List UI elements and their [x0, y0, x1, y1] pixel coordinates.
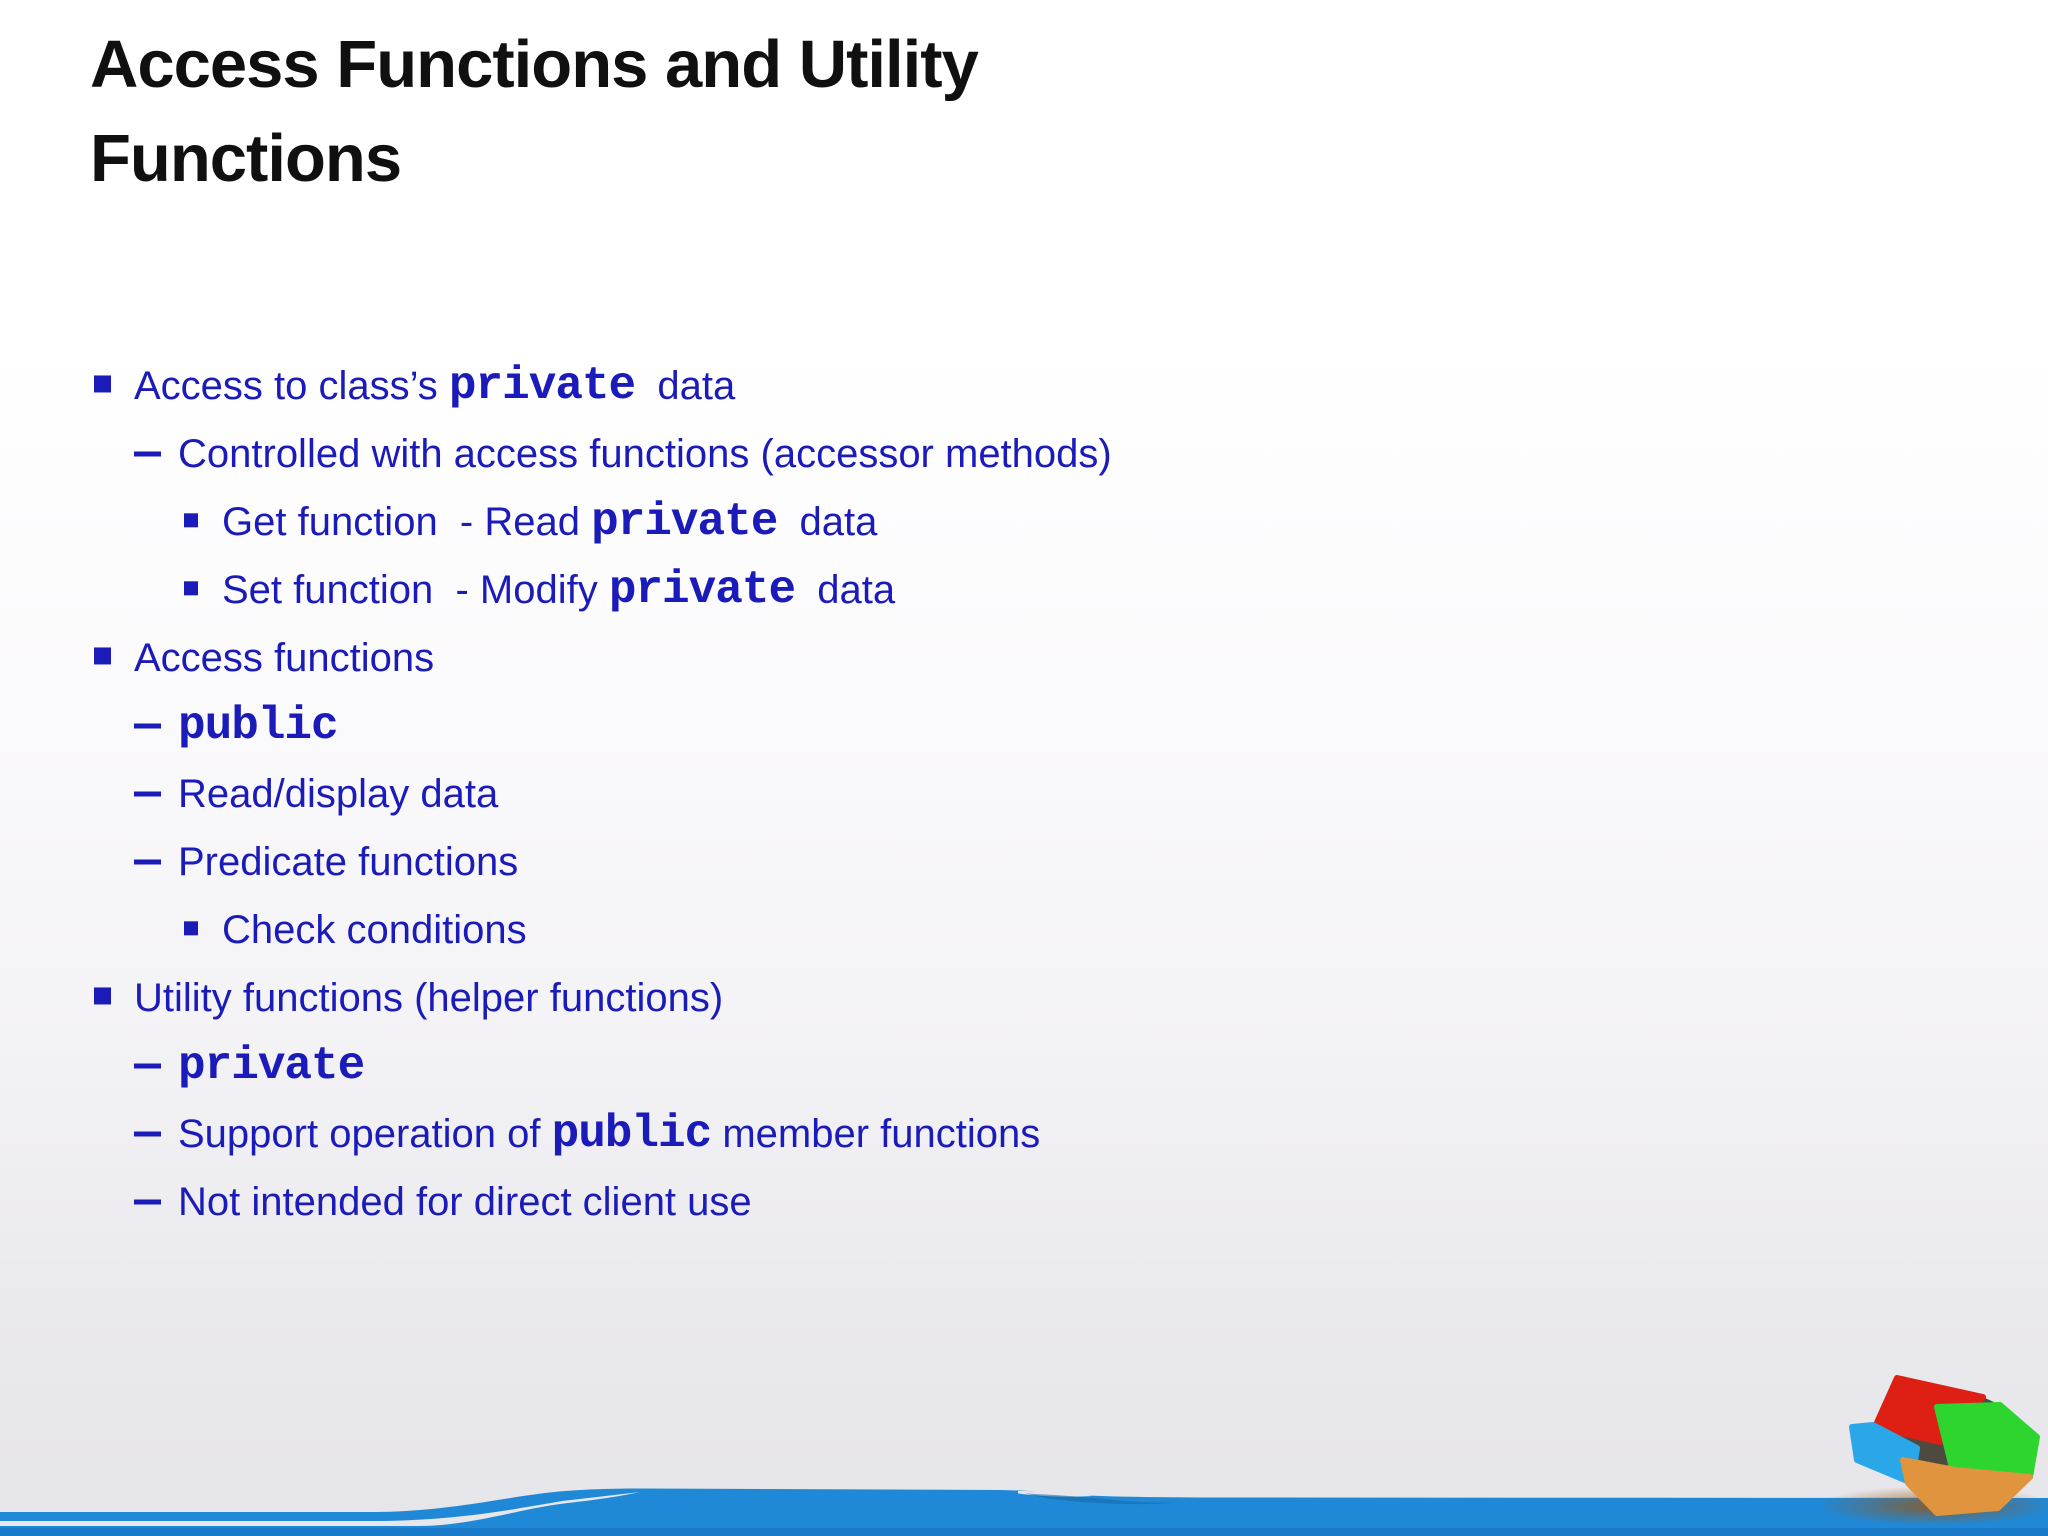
- bullet-text: Support operation of: [178, 1111, 552, 1156]
- bullet-item-2: Controlled with access functions (access…: [0, 420, 2048, 488]
- cube-face-green: [1934, 1402, 2040, 1480]
- bullet-text: data: [635, 363, 736, 408]
- bullet-item-13: Not intended for direct client use: [0, 1168, 2048, 1236]
- footer-wave-graphic: [0, 1486, 2048, 1536]
- wave-light-stripe: [0, 1492, 640, 1526]
- dash-bullet-icon: [134, 791, 161, 797]
- square-bullet-icon: [184, 513, 198, 528]
- bullet-item-7: Read/display data: [0, 760, 2048, 828]
- slide-title-line2: Functions: [90, 121, 402, 196]
- square-bullet-icon: [94, 375, 111, 393]
- dash-bullet-icon: [134, 723, 161, 729]
- bullet-text: Access to class’s: [134, 363, 449, 408]
- code-keyword: public: [178, 700, 339, 752]
- bullet-text: Controlled with access functions (access…: [178, 431, 1112, 476]
- bullet-item-1: Access to class’s private data: [0, 352, 2048, 420]
- bullet-text: Predicate functions: [178, 839, 519, 884]
- bullet-item-6: public: [0, 692, 2048, 760]
- bullet-item-9: Check conditions: [0, 896, 2048, 964]
- dash-bullet-icon: [134, 1063, 161, 1069]
- code-keyword: public: [551, 1108, 713, 1160]
- square-bullet-icon: [94, 987, 111, 1005]
- bullet-text: Access functions: [134, 635, 435, 680]
- cube-face-red: [1872, 1375, 1986, 1445]
- bullet-item-5: Access functions: [0, 624, 2048, 692]
- square-bullet-icon: [94, 647, 111, 665]
- code-keyword: private: [448, 360, 636, 412]
- bullet-text: Check conditions: [222, 907, 527, 952]
- cube-face-orange: [1900, 1457, 2033, 1516]
- code-keyword: private: [608, 564, 796, 616]
- dash-bullet-icon: [134, 1131, 161, 1137]
- bullet-list: Access to class’s private data Controlle…: [0, 352, 2048, 1236]
- cube-logo-icon: [1849, 1375, 2040, 1516]
- wave-curl-shadow: [1025, 1493, 1178, 1505]
- dash-bullet-icon: [134, 1199, 161, 1205]
- bullet-item-11: private: [0, 1032, 2048, 1100]
- bullet-text: Not intended for direct client use: [178, 1179, 752, 1224]
- code-keyword: private: [178, 1040, 365, 1092]
- bullet-item-4: Set function - Modify private data: [0, 556, 2048, 624]
- bullet-text: Set function - Modify: [222, 567, 609, 612]
- bullet-text: Utility functions (helper functions): [134, 975, 724, 1020]
- dash-bullet-icon: [134, 451, 161, 457]
- bullet-text: Get function - Read: [222, 499, 592, 544]
- dash-bullet-icon: [134, 859, 161, 865]
- slide-title-line1: Access Functions and Utility: [90, 27, 979, 102]
- bullet-item-8: Predicate functions: [0, 828, 2048, 896]
- square-bullet-icon: [184, 921, 198, 936]
- bullet-text: member functions: [711, 1111, 1041, 1156]
- square-bullet-icon: [184, 581, 198, 596]
- bullet-text: data: [777, 499, 878, 544]
- bullet-item-12: Support operation of public member funct…: [0, 1100, 2048, 1168]
- slide-title: Access Functions and Utility Functions: [90, 18, 979, 206]
- wave-bottom-shade: [0, 1528, 2048, 1536]
- bullet-item-3: Get function - Read private data: [0, 488, 2048, 556]
- wave-main-shape: [0, 1488, 2048, 1536]
- bullet-text: Read/display data: [178, 771, 499, 816]
- code-keyword: private: [591, 496, 778, 548]
- bullet-text: data: [795, 567, 896, 612]
- bullet-item-10: Utility functions (helper functions): [0, 964, 2048, 1032]
